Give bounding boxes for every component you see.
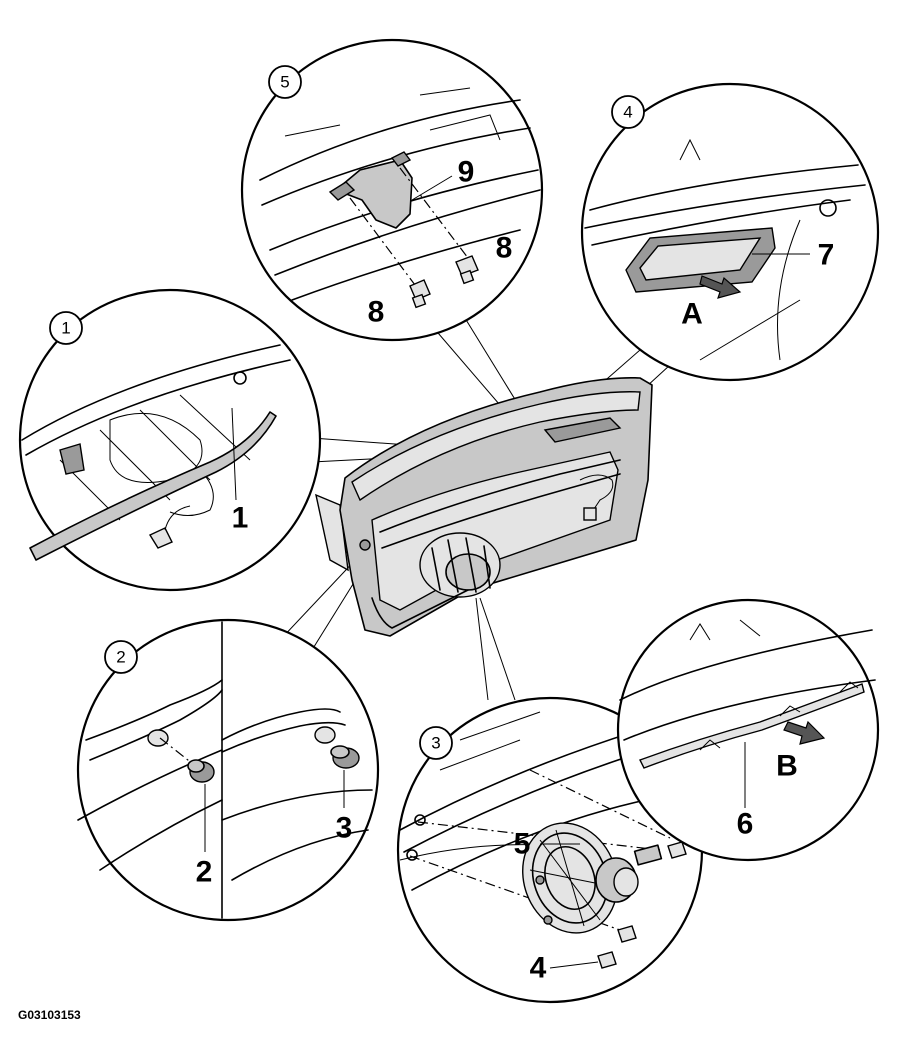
callout-part-6: 6	[737, 808, 754, 841]
detail-badge-1: 1	[49, 311, 83, 345]
detail-5-bracket	[240, 38, 544, 342]
svg-text:3: 3	[431, 734, 440, 753]
detail-1-trim-strip	[18, 288, 322, 592]
callout-direction-b: B	[776, 750, 798, 783]
callout-part-4: 4	[530, 952, 547, 985]
detail-badge-3: 3	[419, 726, 453, 760]
figure-code: G03103153	[18, 1008, 81, 1022]
detail-badge-5: 5	[268, 65, 302, 99]
callout-part-9: 9	[458, 156, 475, 189]
clip-part-2	[187, 759, 215, 783]
callout-part-1: 1	[232, 502, 249, 535]
svg-text:1: 1	[61, 319, 70, 338]
callout-part-5: 5	[514, 828, 531, 861]
callout-part-2: 2	[196, 856, 213, 889]
callout-part-8-left: 8	[368, 296, 385, 329]
screw-8-left	[409, 279, 431, 309]
detail-2-3-clips	[76, 618, 380, 922]
callout-part-8-right: 8	[496, 232, 513, 265]
direction-arrow-a	[699, 275, 742, 299]
svg-text:2: 2	[116, 648, 125, 667]
screw-4	[597, 841, 687, 969]
detail-6-seal-strip	[616, 598, 880, 862]
trim-strip-part-1	[29, 411, 277, 561]
main-trim-assembly	[315, 376, 653, 637]
bracket-part-9	[335, 159, 413, 229]
detail-badge-2: 2	[104, 640, 138, 674]
svg-text:5: 5	[280, 73, 289, 92]
callout-direction-a: A	[681, 298, 703, 331]
svg-text:4: 4	[623, 103, 632, 122]
seal-strip-part-6	[639, 683, 865, 769]
clip-part-3	[330, 745, 360, 769]
callout-part-7: 7	[818, 239, 835, 272]
detail-4-light-unit	[580, 82, 880, 382]
speaker-part-5	[522, 822, 663, 934]
direction-arrow-b	[783, 720, 826, 745]
detail-badge-4: 4	[611, 95, 645, 129]
callout-part-3: 3	[336, 812, 353, 845]
screw-8-right	[455, 255, 479, 285]
